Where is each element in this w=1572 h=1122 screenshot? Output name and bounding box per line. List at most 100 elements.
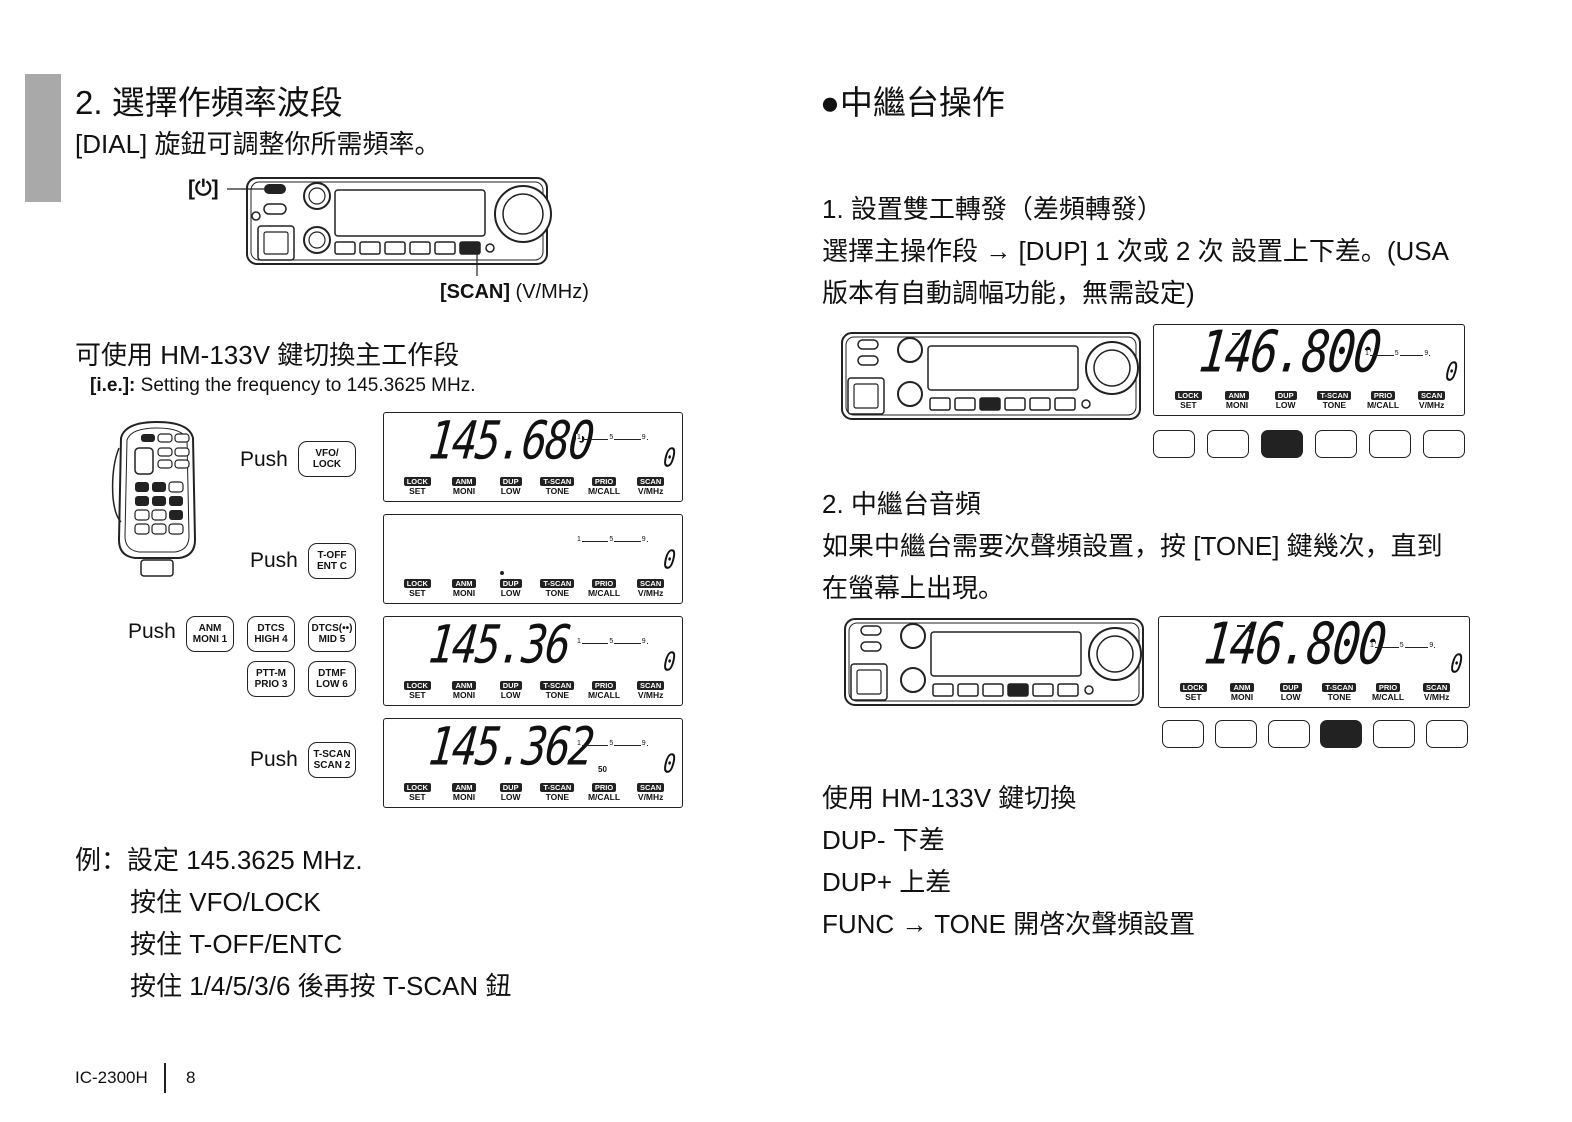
lcd-label-text: V/MHz xyxy=(637,486,664,496)
lcd-label-text: LOW xyxy=(1280,692,1301,702)
push-label-3: Push xyxy=(128,620,176,643)
footer-page-number: 8 xyxy=(186,1068,196,1087)
radio-soft-button[interactable] xyxy=(1320,720,1363,748)
lcd-label-tag: LOCK xyxy=(403,579,431,588)
radio-soft-button[interactable] xyxy=(1207,430,1249,458)
radio-soft-button[interactable] xyxy=(1426,720,1468,748)
lcd-label-text: LOW xyxy=(500,690,521,700)
meter-mark: 5 xyxy=(608,638,615,645)
lcd-label-tag: DUP xyxy=(1279,683,1302,692)
meter-mark: 9 xyxy=(640,638,647,645)
lcd-label-tag: T-SCAN xyxy=(540,477,575,486)
radio-soft-button[interactable] xyxy=(1369,430,1411,458)
lcd-label-tag: LOCK xyxy=(403,783,431,792)
lcd-frequency: 146.800 xyxy=(1196,317,1383,386)
scan-key-label-bold: [SCAN] xyxy=(440,281,510,303)
hm-heading: 可使用 HM-133V 鍵切換主工作段 xyxy=(75,340,460,370)
radio-soft-button[interactable] xyxy=(1153,430,1195,458)
example-note-rest: Setting the frequency to 145.3625 MHz. xyxy=(135,375,476,396)
meter-mark: 9 xyxy=(640,536,647,543)
example-line-3: 按住 T-OFF/ENTC xyxy=(130,929,343,959)
lcd-label-text: MONI xyxy=(1225,400,1249,410)
lcd-label-tag: DUP xyxy=(499,477,522,486)
hm-switch-line-3: DUP+ 上差 xyxy=(822,867,952,897)
vfo-lock-key[interactable]: VFO/LOCK xyxy=(298,441,356,477)
lcd-label-tag: SCAN xyxy=(637,783,665,792)
lcd-channel-digit: 0 xyxy=(661,747,678,779)
lcd-channel-digit: 0 xyxy=(1443,355,1460,387)
radio-front-panel-figure xyxy=(185,172,605,312)
lcd-label-text: SET xyxy=(409,792,426,802)
lcd-label-tag: DUP xyxy=(499,681,522,690)
meter-mark: 9 xyxy=(1423,350,1430,357)
footer-divider xyxy=(164,1063,166,1093)
tone-line-1: 如果中繼台需要次聲頻設置，按 [TONE] 鍵幾次，直到 xyxy=(822,531,1443,561)
lcd-label-text: MONI xyxy=(452,588,476,598)
radio-soft-button[interactable] xyxy=(1261,430,1303,458)
lcd-label-tag: LOCK xyxy=(403,681,431,690)
lcd-label-text: TONE xyxy=(545,486,570,496)
lcd-frequency: 146.800 xyxy=(1201,609,1388,678)
radio-soft-button[interactable] xyxy=(1423,430,1465,458)
lcd-label-text: LOW xyxy=(500,486,521,496)
scan-key-label: [SCAN] (V/MHz) xyxy=(440,281,589,304)
lcd-label-tag: LOCK xyxy=(403,477,431,486)
lcd-label-text: V/MHz xyxy=(1423,692,1450,702)
radio-soft-button[interactable] xyxy=(1162,720,1204,748)
meter-mark: 1 xyxy=(576,434,582,441)
push-label-4: Push xyxy=(250,748,298,771)
radio-soft-button[interactable] xyxy=(1214,720,1257,748)
dtcs-mid-5-key[interactable]: DTCS(••)MID 5 xyxy=(308,616,356,652)
power-key-label: [⏻] xyxy=(188,177,219,200)
meter-mark: 1 xyxy=(1364,350,1370,357)
push-label-2: Push xyxy=(250,549,298,572)
lcd-frequency: 145.362 xyxy=(426,715,596,777)
scan-key-label-rest: (V/MHz) xyxy=(510,281,589,303)
radio-soft-button[interactable] xyxy=(1267,720,1310,748)
lcd-channel-digit: 0 xyxy=(1448,647,1465,679)
section-tab-marker xyxy=(25,74,61,202)
radio-soft-button[interactable] xyxy=(1373,720,1416,748)
lcd-label-tag: PRIO xyxy=(1375,683,1401,692)
hm-switch-line-4: FUNC → TONE 開啓次聲頻設置 xyxy=(822,909,1196,939)
lcd-label-text: SET xyxy=(409,690,426,700)
lcd-label-tag: SCAN xyxy=(1423,683,1451,692)
tone-title: 2. 中繼台音頻 xyxy=(822,489,981,519)
lcd-label-tag: ANM xyxy=(452,783,476,792)
soft-button-row-tone xyxy=(1162,720,1468,750)
lcd-label-tag: PRIO xyxy=(591,681,617,690)
meter-mark: 5 xyxy=(608,536,615,543)
lcd-label-text: M/CALL xyxy=(1366,400,1400,410)
lcd-label-tag: DUP xyxy=(499,579,522,588)
lcd-channel-digit: 0 xyxy=(661,645,678,677)
lcd-label-tag: T-SCAN xyxy=(1322,683,1357,692)
radio-soft-button[interactable] xyxy=(1315,430,1357,458)
lcd-label-tag: PRIO xyxy=(1370,391,1396,400)
